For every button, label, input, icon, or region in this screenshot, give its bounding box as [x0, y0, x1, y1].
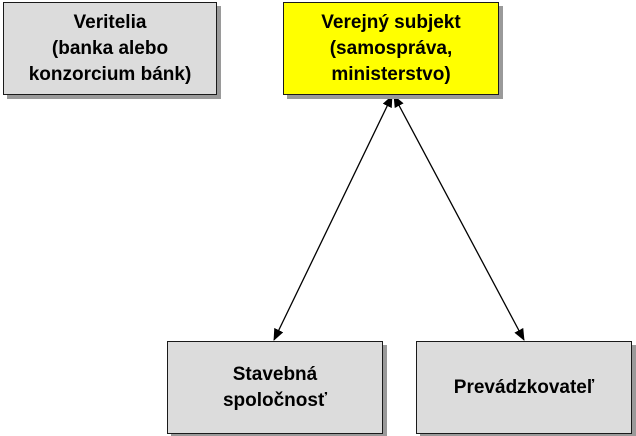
operator-label: Prevádzkovateľ — [453, 376, 595, 398]
public-entity-subtitle-line1: (samospráva, — [329, 37, 453, 59]
public-entity-subtitle-line2: ministerstvo) — [331, 63, 451, 85]
lenders-title: Veritelia — [73, 11, 147, 33]
lenders-subtitle-line2: konzorcium bánk) — [28, 63, 192, 85]
lenders-subtitle-line1: (banka alebo — [51, 37, 169, 59]
lenders-box: Veritelia (banka alebo konzorcium bánk) — [3, 2, 217, 95]
construction-company-line1: Stavebná — [232, 363, 318, 385]
operator-box: Prevádzkovateľ — [416, 341, 632, 434]
construction-company-box: Stavebná spoločnosť — [167, 341, 383, 434]
public-entity-title: Verejný subjekt — [321, 11, 461, 33]
construction-company-line2: spoločnosť — [222, 389, 328, 411]
connector-public-builder — [273, 95, 393, 341]
public-entity-box: Verejný subjekt (samospráva, ministerstv… — [283, 2, 499, 95]
connector-public-operator — [393, 95, 525, 341]
